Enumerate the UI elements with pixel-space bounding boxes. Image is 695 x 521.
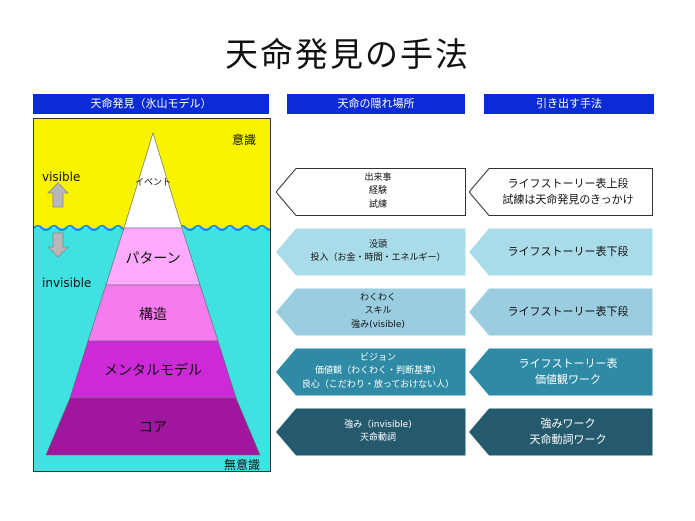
hiding-place-line: 投入（お金・時間・エネルギー） — [310, 253, 446, 263]
visible-label: visible — [42, 170, 81, 184]
method-line: ライフストーリー表 — [518, 356, 618, 370]
method-box-5: 強みワーク天命動詞ワーク — [469, 408, 653, 456]
column-header-methods: 引き出す手法 — [484, 94, 654, 114]
method-arrow-shape-4 — [469, 348, 653, 396]
method-line: ライフストーリー表下段 — [507, 244, 629, 258]
method-line: 価値観ワーク — [535, 373, 601, 386]
iceberg-pyramid — [34, 131, 270, 456]
iceberg-model-panel: 意識 visible invisible 無意識 イベント パターン 構造 メン… — [33, 118, 271, 472]
method-arrow-shape-5 — [469, 408, 653, 456]
hiding-place-arrow-shape-2 — [276, 228, 466, 276]
hiding-place-line: 経験 — [368, 186, 387, 197]
method-arrow-shape-2 — [469, 228, 653, 276]
page-title: 天命発見の手法 — [225, 35, 470, 74]
column-header-hiding-places: 天命の隠れ場所 — [287, 94, 465, 114]
hiding-place-line: 価値観（わくわく・判断基準） — [314, 366, 441, 377]
hiding-place-line: 良心（こだわり・放っておけない人） — [301, 379, 455, 390]
hiding-place-arrow-shape-1 — [276, 168, 466, 216]
hiding-place-box-4: ビジョン価値観（わくわく・判断基準） 良心（こだわり・放っておけない人） — [276, 348, 466, 396]
hiding-place-box-2: 没頭投入（お金・時間・エネルギー） — [276, 228, 466, 276]
hiding-place-arrow-shape-3 — [276, 288, 466, 336]
hiding-place-line: ビジョン — [359, 352, 396, 363]
hiding-place-line: 強み(visible) — [351, 319, 405, 330]
hiding-place-box-3: わくわくスキル強み(visible) — [276, 288, 466, 336]
method-box-4: ライフストーリー表価値観ワーク — [469, 348, 653, 396]
method-line: ライフストーリー表下段 — [507, 304, 629, 318]
method-line: ライフストーリー表上段 — [507, 176, 629, 190]
hiding-place-arrow-shape-5 — [276, 408, 466, 456]
method-line: 天命動詞ワーク — [529, 433, 607, 446]
hiding-place-line: 出来事 — [364, 172, 392, 183]
iceberg-layer-core — [45, 397, 261, 456]
hiding-place-line: 強み（invisible) — [344, 419, 412, 430]
method-arrow-shape-1 — [469, 168, 653, 216]
method-line: 強みワーク — [540, 416, 596, 430]
layer-label-pattern: パターン — [125, 251, 181, 267]
method-arrow-shape-3 — [469, 288, 653, 336]
layer-label-event: イベント — [134, 178, 171, 188]
column-header-iceberg: 天命発見（氷山モデル） — [33, 94, 269, 114]
hiding-place-line: わくわく — [359, 292, 396, 303]
method-box-3: ライフストーリー表下段 — [469, 288, 653, 336]
layer-label-core: コア — [139, 420, 167, 436]
hiding-place-box-5: 強み（invisible) 天命動詞 — [276, 408, 466, 456]
down-arrow-icon — [47, 232, 69, 258]
up-arrow-icon — [47, 182, 69, 208]
hiding-place-arrow-shape-4 — [276, 348, 466, 396]
hiding-place-box-1: 出来事経験試練 — [276, 168, 466, 216]
hiding-place-line: 試練 — [368, 199, 387, 210]
invisible-label: invisible — [42, 276, 92, 290]
method-line: 試練は天命発見のきっかけ — [502, 193, 634, 206]
layer-label-mental-model: メンタルモデル — [104, 363, 202, 379]
method-box-1: ライフストーリー表上段試練は天命発見のきっかけ — [469, 168, 653, 216]
hiding-place-line: スキル — [364, 306, 392, 317]
method-box-2: ライフストーリー表下段 — [469, 228, 653, 276]
conscious-label: 意識 — [231, 133, 256, 147]
hiding-place-line: 天命動詞 — [359, 433, 396, 443]
unconscious-label: 無意識 — [223, 458, 260, 472]
layer-label-structure: 構造 — [139, 307, 167, 323]
hiding-place-line: 没頭 — [368, 239, 387, 250]
